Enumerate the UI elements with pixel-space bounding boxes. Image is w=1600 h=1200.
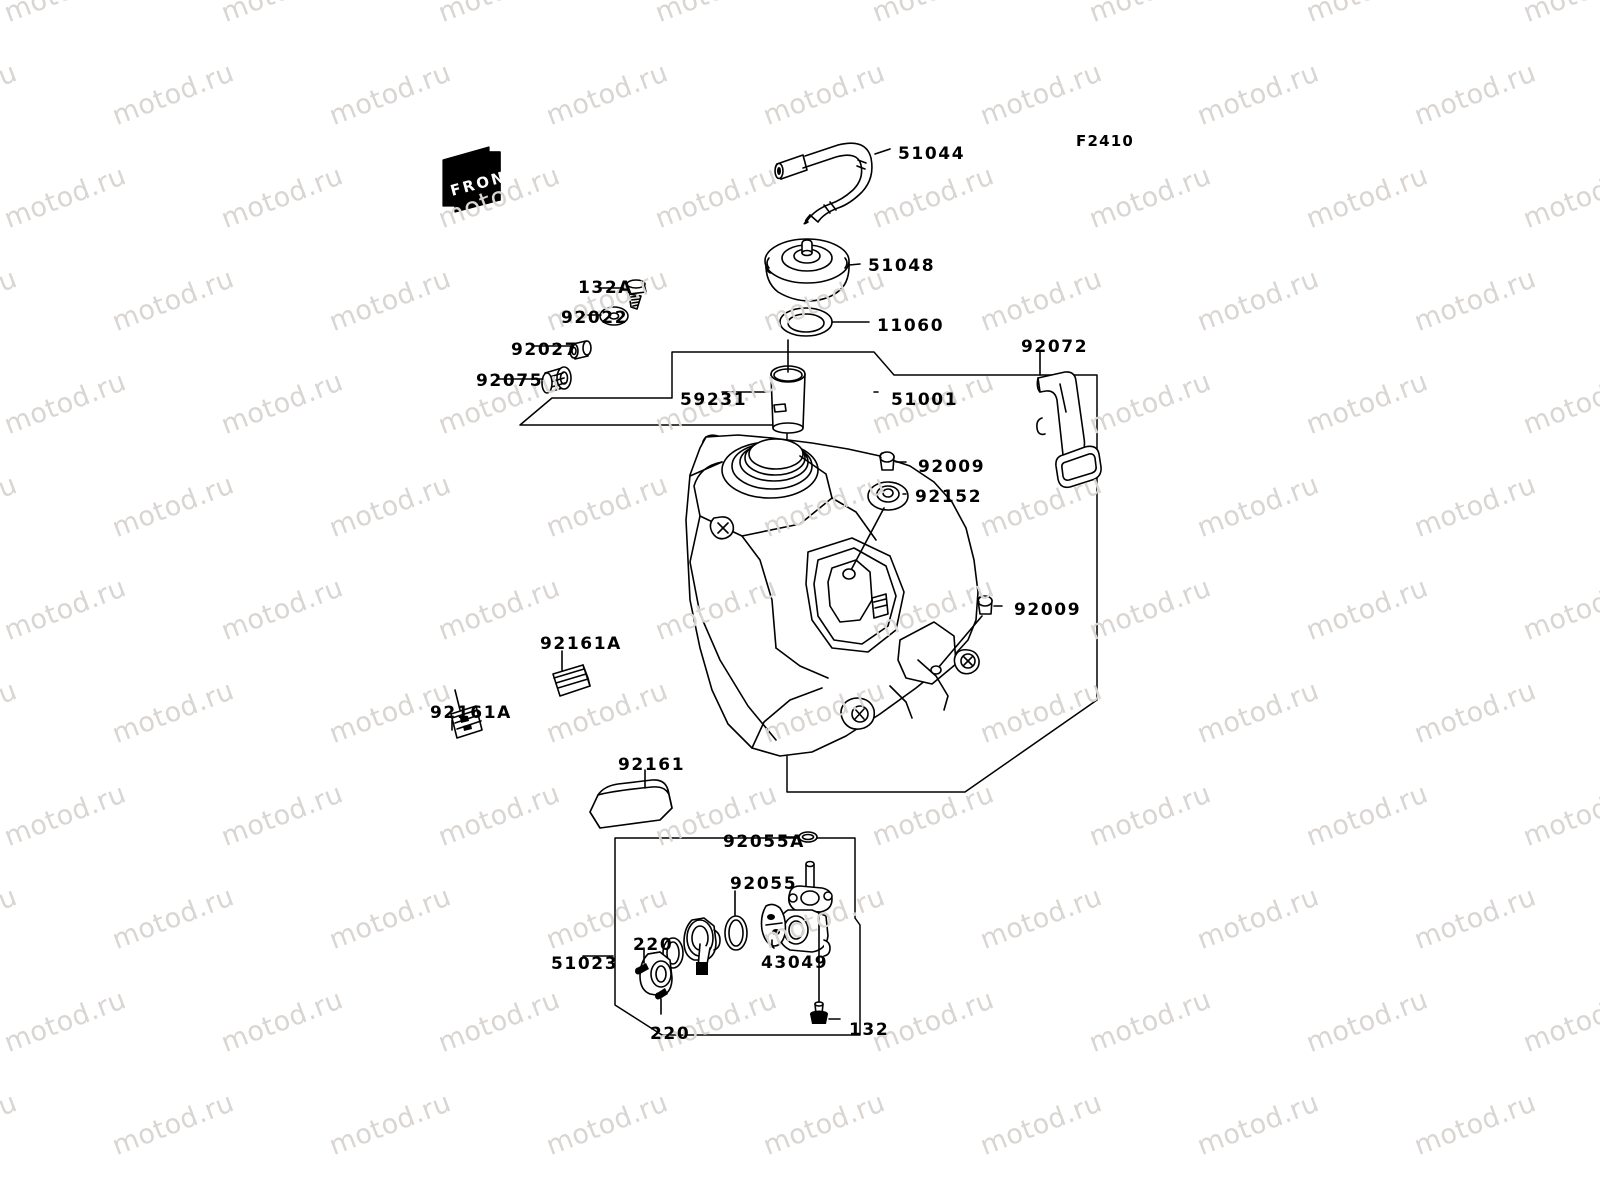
- part-label-damper: 92075: [476, 371, 544, 391]
- leader-51048: [848, 263, 861, 266]
- part-label-tank-cap: 51048: [868, 256, 936, 276]
- part-label-filler-neck: 59231: [680, 390, 748, 410]
- breather-hose-part: [774, 142, 873, 225]
- tank-cap-part: [764, 238, 850, 302]
- part-label-damper-92161: 92161: [618, 755, 686, 775]
- part-label-screw-220-upper: 220: [633, 935, 674, 955]
- part-label-bolt-132: 132: [849, 1020, 890, 1040]
- tank-assembly-outline: [519, 351, 1098, 793]
- part-label-screw-lower: 92009: [1014, 600, 1082, 620]
- damper-92161a-lower: [450, 705, 483, 739]
- collar-part: [569, 340, 592, 360]
- damper-92075-part: [541, 366, 572, 394]
- screw-220-lower-part: [655, 988, 668, 1000]
- part-label-collar-92152: 92152: [915, 487, 983, 507]
- screw-92009-upper: [879, 451, 895, 471]
- leader-92161a-lower: [454, 689, 461, 711]
- damper-92161-part: [589, 779, 673, 829]
- part-label-fuel-tap-assy: 51023: [551, 954, 619, 974]
- part-label-o-ring-92055a: 92055A: [723, 832, 805, 852]
- part-label-screw-upper: 92009: [918, 457, 986, 477]
- diaphragm-part: [760, 903, 787, 947]
- diagram-id-code: F2410: [1076, 132, 1134, 150]
- fuel-tap-body: [777, 860, 833, 957]
- pointer-92152: [849, 507, 885, 573]
- part-label-fuel-tank: 51001: [891, 390, 959, 410]
- part-label-washer: 92022: [561, 308, 629, 328]
- tank-band-part: [1036, 371, 1102, 489]
- o-ring-92055-part: [724, 915, 748, 951]
- part-label-cap-gasket: 11060: [877, 316, 945, 336]
- front-arrow-icon: FRONT: [442, 146, 520, 213]
- o-ring-92055a-part: [798, 831, 818, 843]
- washer-part: [599, 306, 629, 326]
- screw-92009-lower: [977, 595, 993, 615]
- part-label-tank-band: 92072: [1021, 337, 1089, 357]
- tap-mount-plate: [639, 951, 673, 997]
- part-label-damper-upper: 92161A: [540, 634, 622, 654]
- fuel-tap-spigot: [683, 917, 721, 975]
- part-label-breather-hose: 51044: [898, 144, 966, 164]
- damper-92161a-upper: [552, 664, 591, 697]
- fuel-tap-assembly-outline: [614, 837, 861, 1036]
- part-label-bolt-132a: 132A: [578, 278, 634, 298]
- pointer-92009-lower: [937, 615, 983, 669]
- filler-neck-part: [770, 365, 806, 434]
- part-label-diaphragm: 43049: [761, 953, 829, 973]
- collar-92152-part: [867, 481, 909, 511]
- part-label-screw-220-lower: 220: [650, 1024, 691, 1044]
- part-label-damper-lower: 92161A: [430, 703, 512, 723]
- part-label-collar: 92027: [511, 340, 579, 360]
- screw-220-upper-part: [635, 963, 649, 975]
- leader-51044: [874, 148, 891, 155]
- part-label-o-ring-92055: 92055: [730, 874, 798, 894]
- bolt-132a-part: [626, 279, 647, 310]
